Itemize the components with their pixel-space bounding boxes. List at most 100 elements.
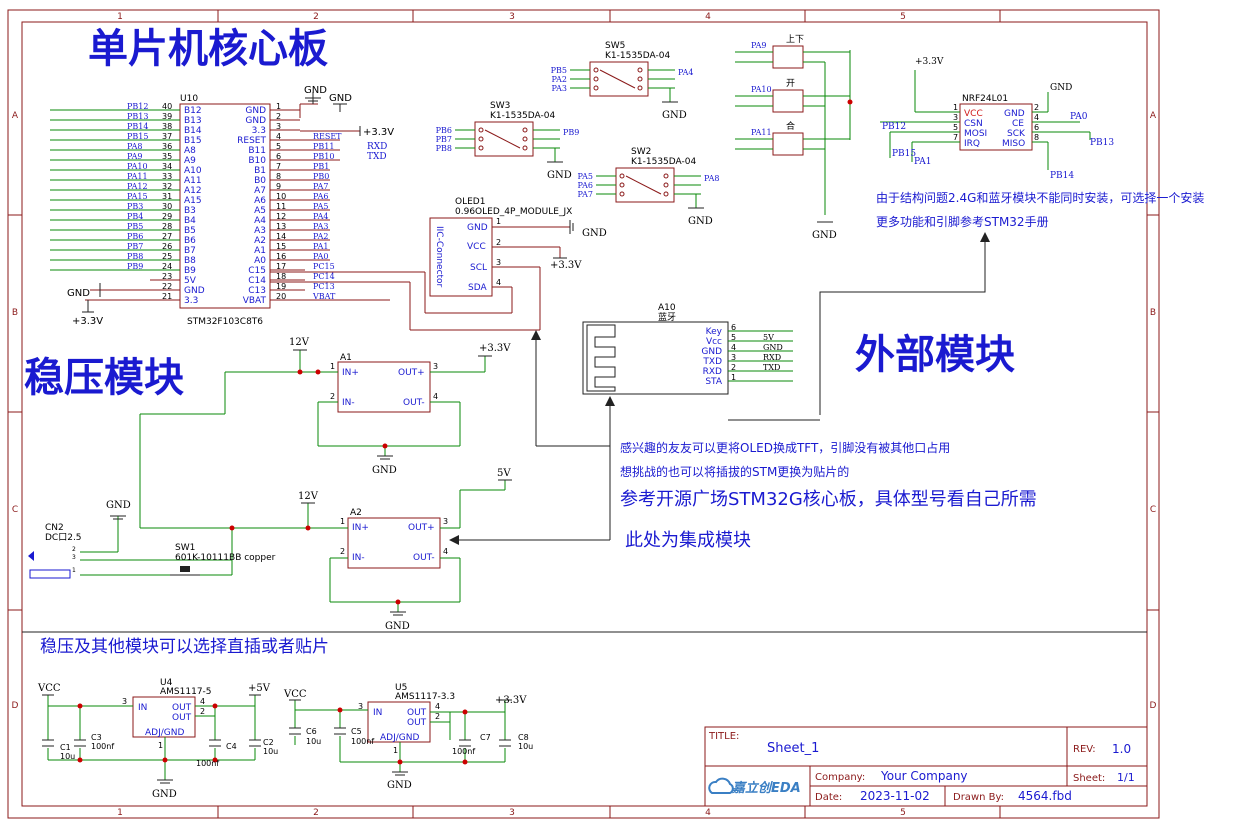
switch-gnd-label: GND (688, 216, 713, 227)
u5-part: AMS1117-3.3 (395, 692, 455, 702)
u5-vcc-label: VCC (283, 689, 307, 700)
mcu-right-pin-num: 7 (276, 162, 281, 171)
mcu-left-pin-num: 36 (162, 142, 172, 151)
switch-gnd-label: GND (547, 170, 572, 181)
mcu-left-pin-num: 29 (162, 212, 172, 221)
mcu-right-pin-num: 20 (276, 292, 286, 301)
drawn-label: Drawn By: (953, 792, 1004, 803)
mcu-left-pin-num: 21 (162, 292, 172, 301)
bt-name: 蓝牙 (658, 311, 676, 323)
bt-pin-name: STA (705, 377, 723, 387)
mcu-right-pin-name: B1 (254, 166, 266, 176)
switch-ref: SW5 (605, 41, 625, 51)
cap-value: 100nf (351, 737, 374, 746)
company-value: Your Company (880, 769, 968, 783)
mcu-left-pin-name: A10 (184, 166, 202, 176)
mcu-right-net: PB0 (313, 172, 329, 181)
mcu-right-pin-name: C15 (248, 266, 266, 276)
mcu-left-pin-name: A12 (184, 186, 202, 196)
mcu-3v3-label: +3.3V (363, 127, 394, 138)
mcu-right-pin-num: 2 (276, 112, 281, 121)
switch-gnd-label: GND (662, 110, 687, 121)
mcu-right-net: PC13 (313, 282, 335, 291)
oled-note-1: 感兴趣的友友可以更将OLED换成TFT，引脚没有被其他口占用 (620, 440, 950, 455)
u5-pin-num: 3 (358, 702, 363, 711)
mcu-right-pin-name: A1 (254, 246, 266, 256)
oled-body (429, 217, 493, 297)
cap-value: 10u (518, 742, 533, 751)
mcu-right-pin-name: A4 (254, 216, 266, 226)
a2-gnd-label: GND (385, 621, 410, 632)
regulator-a2: A2 IN+ IN- OUT+ OUT- 1 2 3 4 (80, 468, 512, 632)
cn2-pin: 1 (72, 567, 76, 574)
nrf-pin-num: 1 (953, 103, 958, 112)
u4-pin-num: 4 (200, 697, 205, 706)
mcu-right-net: PB10 (313, 152, 334, 161)
nrf-net: PA1 (914, 157, 931, 167)
mcu-left-net: PA9 (127, 152, 143, 161)
row-label-left: B (12, 308, 18, 318)
mcu-left-pin-name: 3.3 (184, 296, 198, 306)
drawn-value: 4564.fbd (1018, 789, 1072, 803)
u4-gnd-label: GND (152, 789, 177, 800)
company-label: Company: (815, 772, 865, 783)
cap-ref: C7 (480, 733, 491, 742)
bt-pin-name: GND (701, 347, 722, 357)
mcu-left-pin-num: 27 (162, 232, 172, 241)
u5-pin-num: 2 (435, 712, 440, 721)
a1-pin-num: 3 (433, 362, 438, 371)
mcu-right-pin-name: RESET (237, 136, 266, 146)
a2-body (347, 517, 441, 569)
bt-net: 5V (763, 333, 774, 342)
mcu-left-pin-name: B15 (184, 136, 202, 146)
switch-net: PB7 (436, 135, 452, 144)
mcu-left-pin-name: B5 (184, 226, 196, 236)
switch-out-net: PB9 (563, 128, 579, 137)
oled-pin-num: 3 (496, 258, 501, 267)
switch-net: PB5 (551, 66, 567, 75)
mcu-right-net: VBAT (312, 292, 336, 301)
mcu-left-net: PB3 (127, 202, 143, 211)
row-label-right: B (1150, 308, 1156, 318)
button-label: 上下 (786, 34, 804, 45)
nrf-3v3-label: +3.3V (915, 57, 944, 67)
mcu-right-pin-num: 6 (276, 152, 281, 161)
mcu-right-net: PA7 (313, 182, 329, 191)
oled-pin-num: 4 (496, 278, 501, 287)
u5-body (367, 701, 431, 743)
mcu-left-pin-name: A9 (184, 156, 196, 166)
mcu-body (179, 103, 271, 309)
mcu-left-pin-num: 26 (162, 242, 172, 251)
mcu-txd-net: TXD (367, 152, 387, 162)
a1-in-label: 12V (289, 337, 310, 348)
cap-value: 10u (263, 747, 278, 756)
u4-pin: OUT (172, 713, 192, 723)
switch-part: K1-1535DA-04 (605, 51, 670, 61)
mcu-right-pin-name: GND (245, 116, 266, 126)
nrf-body (959, 103, 1033, 151)
mcu-right-pin-num: 18 (276, 272, 286, 281)
mcu-right-pin-name: A5 (254, 206, 266, 216)
mcu-right-pin-name: VBAT (243, 296, 267, 306)
u4-pin-num: 2 (200, 707, 205, 716)
mcu-right-pin-name: 3.3 (252, 126, 266, 136)
bt-pin-name: TXD (702, 357, 722, 367)
a1-pin: IN- (342, 398, 355, 408)
bt-pin-name: Vcc (706, 337, 722, 347)
heading-mcu: 单片机核心板 (88, 26, 328, 72)
mcu-right-pin-num: 13 (276, 222, 286, 231)
nrf-net: PB15 (892, 149, 916, 159)
mcu-right-pin-name: A0 (254, 256, 266, 266)
nrf-net: PB14 (1050, 171, 1074, 181)
mcu-left-pin-num: 28 (162, 222, 172, 231)
oled-module: OLED1 0.96OLED_4P_MODULE_JX IIC-Connecto… (270, 197, 607, 331)
u5-out-label: +3.3V (495, 695, 527, 706)
mcu-right-pin-num: 8 (276, 172, 281, 181)
mcu-left-pin-name: A15 (184, 196, 202, 206)
switch-net: PA5 (577, 172, 593, 181)
mcu-right-net: PA1 (313, 242, 329, 251)
switch-ref: SW3 (490, 101, 510, 111)
mcu-right-pin-num: 1 (276, 102, 281, 111)
